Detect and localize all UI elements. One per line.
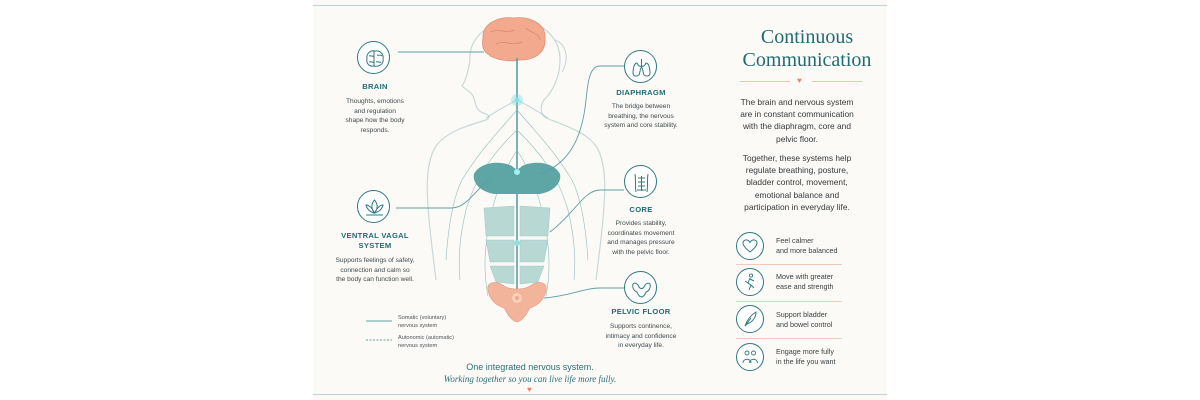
core-desc-line: coordinates movement bbox=[607, 229, 675, 237]
vagal-title: VENTRAL VAGAL SYSTEM bbox=[330, 231, 420, 251]
lotus-icon bbox=[357, 190, 390, 223]
people-icon bbox=[736, 343, 764, 371]
pelvic-desc-line: intimacy and confidence bbox=[605, 332, 677, 340]
right-title: Continuous Communication bbox=[712, 26, 902, 72]
diaphragm-title: DIAPHRAGM bbox=[616, 88, 666, 97]
vagal-description: Supports feelings of safety, connection … bbox=[320, 256, 430, 285]
legend-autonomic-line: nervous system bbox=[398, 342, 438, 349]
core-leader-line bbox=[549, 189, 624, 233]
benefit-divider bbox=[736, 264, 842, 265]
bottom-rule bbox=[313, 394, 887, 395]
pelvic-desc-line: Supports continence, bbox=[610, 323, 672, 330]
legend-somatic: Somatic (voluntary) nervous system bbox=[398, 315, 446, 330]
benefit-line: ease and strength bbox=[776, 282, 834, 291]
feather-icon bbox=[736, 305, 764, 333]
diaphragm-description: The bridge between breathing, the nervou… bbox=[591, 102, 691, 131]
benefit-line: Move with greater bbox=[776, 272, 834, 281]
benefit-line: and more balanced bbox=[776, 246, 838, 255]
legend-somatic-line: Somatic (voluntary) bbox=[398, 315, 447, 321]
brain-desc-line: responds. bbox=[360, 126, 390, 134]
pelvic-description: Supports continence, intimacy and confid… bbox=[586, 322, 696, 351]
footer-tagline: Working together so you can live life mo… bbox=[443, 374, 617, 384]
benefit-divider bbox=[736, 301, 842, 302]
benefit-line: in the life you want bbox=[776, 357, 836, 366]
benefit-line: Engage more fully bbox=[776, 347, 834, 356]
vagal-desc-line: connection and calm so bbox=[340, 266, 410, 274]
title-divider-left bbox=[740, 81, 790, 82]
vagal-desc-line: the body can function well. bbox=[336, 276, 414, 283]
benefit-calmer: Feel calmer and more balanced bbox=[776, 236, 866, 256]
diaphragm-desc-line: The bridge between bbox=[611, 103, 671, 110]
brain-desc-line: Thoughts, emotions bbox=[346, 98, 404, 105]
vagal-title-line: SYSTEM bbox=[358, 241, 392, 250]
legend-autonomic: Autonomic (automatic) nervous system bbox=[398, 335, 454, 350]
right-title-line: Communication bbox=[742, 49, 872, 71]
para1-line: pelvic floor. bbox=[776, 133, 818, 144]
core-title: CORE bbox=[629, 205, 653, 214]
benefit-line: Feel calmer bbox=[776, 236, 814, 245]
footer-heart-icon: ♥ bbox=[527, 385, 532, 394]
benefit-bladder: Support bladder and bowel control bbox=[776, 310, 866, 330]
vagal-leader-line bbox=[396, 177, 491, 209]
brain-description: Thoughts, emotions and regulation shape … bbox=[325, 97, 425, 135]
brain-shape bbox=[482, 17, 546, 62]
title-divider-right bbox=[812, 81, 862, 82]
heart-icon bbox=[736, 232, 764, 260]
core-desc-line: with the pelvic floor. bbox=[612, 248, 670, 256]
benefit-engage: Engage more fully in the life you want bbox=[776, 347, 866, 367]
para1-line: The brain and nervous system bbox=[740, 97, 854, 107]
para2-line: Together, these systems help bbox=[742, 153, 852, 163]
brain-icon bbox=[357, 41, 390, 74]
pelvic-leader-line bbox=[543, 287, 624, 299]
right-paragraph-2: Together, these systems help regulate br… bbox=[732, 152, 862, 213]
pelvis-icon bbox=[624, 271, 657, 304]
benefit-line: and bowel control bbox=[776, 320, 833, 329]
right-paragraph-1: The brain and nervous system are in cons… bbox=[732, 96, 862, 145]
vagal-desc-line: Supports feelings of safety, bbox=[335, 257, 415, 264]
vagal-title-line: VENTRAL VAGAL bbox=[341, 231, 409, 240]
diaphragm-desc-line: breathing, the nervous bbox=[608, 112, 674, 120]
footer-headline: One integrated nervous system. bbox=[466, 362, 594, 372]
core-desc-line: and manages pressure bbox=[607, 239, 675, 246]
core-desc-line: Provides stability, bbox=[615, 220, 667, 227]
benefit-movement: Move with greater ease and strength bbox=[776, 272, 866, 292]
infographic-panel bbox=[313, 0, 887, 400]
para2-line: regulate breathing, posture, bbox=[745, 165, 849, 176]
lungs-icon bbox=[624, 50, 657, 83]
para2-line: emotional balance and bbox=[754, 189, 840, 200]
title-heart-icon: ♥ bbox=[797, 76, 802, 85]
right-title-line: Continuous bbox=[760, 26, 854, 48]
para1-line: with the diaphragm, core and bbox=[742, 121, 851, 132]
benefit-line: Support bladder bbox=[776, 310, 828, 319]
para2-line: participation in everyday life. bbox=[744, 201, 850, 212]
benefit-divider bbox=[736, 338, 842, 339]
legend-somatic-line: nervous system bbox=[398, 322, 438, 329]
brain-title: BRAIN bbox=[362, 82, 388, 91]
torso-icon bbox=[624, 165, 657, 198]
diaphragm-desc-line: system and core stability. bbox=[604, 122, 678, 129]
diaphragm-shape bbox=[473, 162, 561, 194]
pelvic-desc-line: in everyday life. bbox=[618, 342, 664, 349]
pelvic-title: PELVIC FLOOR bbox=[611, 307, 671, 316]
core-shape bbox=[483, 205, 551, 285]
running-person-icon bbox=[736, 268, 764, 296]
core-description: Provides stability, coordinates movement… bbox=[591, 219, 691, 257]
brain-desc-line: shape how the body bbox=[345, 117, 405, 124]
legend-autonomic-line: Autonomic (automatic) bbox=[398, 335, 454, 341]
brain-desc-line: and regulation bbox=[354, 107, 396, 115]
para2-line: bladder control, movement, bbox=[746, 177, 848, 188]
para1-line: are in constant communication bbox=[740, 109, 854, 120]
diaphragm-leader-line bbox=[539, 65, 626, 175]
top-rule bbox=[313, 5, 887, 6]
